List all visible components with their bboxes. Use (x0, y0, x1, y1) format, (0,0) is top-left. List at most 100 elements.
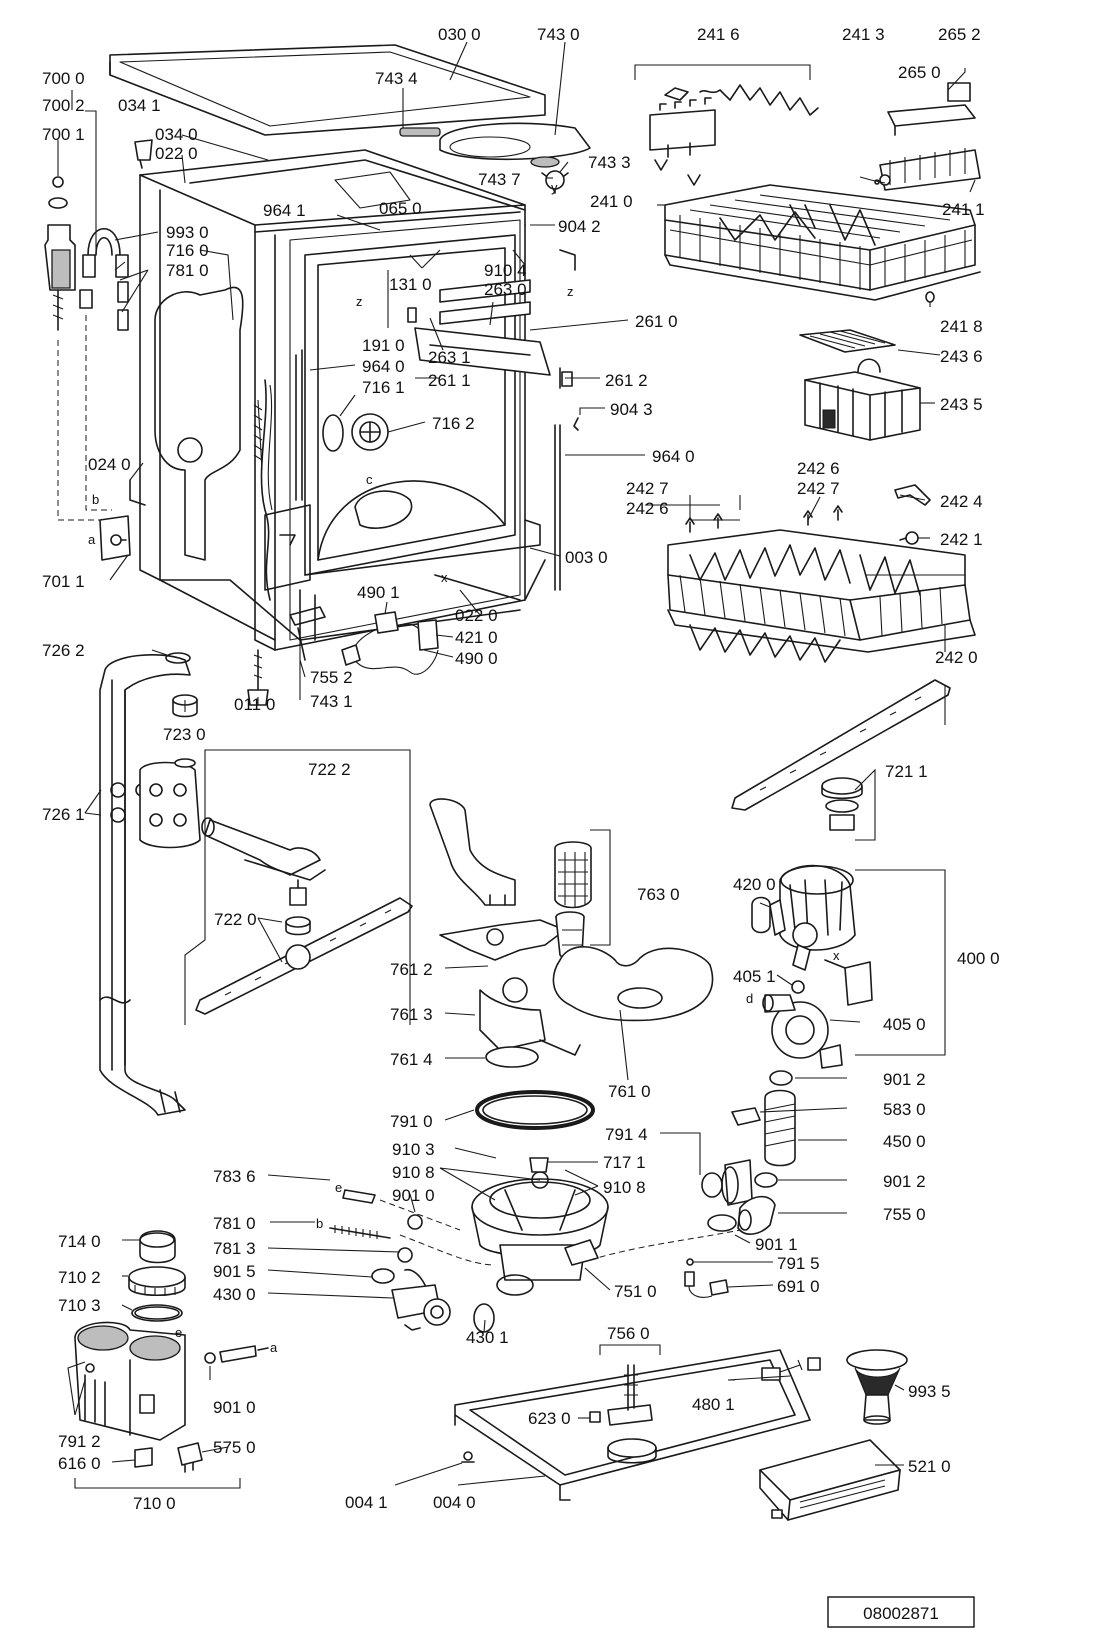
label-910-8-left: 910 8 (392, 1163, 435, 1182)
label-405-1: 405 1 (733, 967, 776, 986)
label-756-0: 756 0 (607, 1324, 650, 1343)
label-781-3: 781 3 (213, 1239, 256, 1258)
label-716-0-top: 716 0 (166, 241, 209, 260)
feed-pipe-722-0 (201, 817, 326, 881)
lower-spray-arm-722 (195, 879, 413, 1015)
label-901-2-top: 901 2 (883, 1070, 926, 1089)
label-034-1: 034 1 (118, 96, 161, 115)
label-616-0: 616 0 (58, 1454, 101, 1473)
label-726-2: 726 2 (42, 641, 85, 660)
label-521-0: 521 0 (908, 1457, 951, 1476)
label-717-1: 717 1 (603, 1153, 646, 1172)
base-plate-004 (454, 1349, 811, 1501)
label-261-2: 261 2 (605, 371, 648, 390)
label-904-2: 904 2 (558, 217, 601, 236)
label-783-6: 783 6 (213, 1167, 256, 1186)
marker-z-right: z (567, 284, 574, 299)
label-904-3: 904 3 (610, 400, 653, 419)
marker-d: d (746, 991, 753, 1006)
label-241-3: 241 3 (842, 25, 885, 44)
label-901-0-center: 901 0 (392, 1186, 435, 1205)
label-761-4: 761 4 (390, 1050, 433, 1069)
label-480-1: 480 1 (692, 1395, 735, 1414)
label-700-2: 700 2 (42, 96, 85, 115)
sensor-691 (684, 1258, 729, 1298)
softener-small-parts (134, 1442, 203, 1473)
label-993-0: 993 0 (166, 223, 209, 242)
label-726-1: 726 1 (42, 805, 85, 824)
marker-a-bottom: a (270, 1340, 278, 1355)
upper-spray-arm-721-1 (731, 679, 951, 831)
drain-pump-430 (391, 1268, 451, 1331)
basket-wheel-242-1 (899, 531, 919, 545)
spray-tube-726 (99, 652, 191, 1116)
label-781-0-top: 781 0 (166, 261, 209, 280)
label-004-1: 004 1 (345, 1493, 388, 1512)
label-241-8: 241 8 (940, 317, 983, 336)
part-labels: 030 0 743 0 241 6 241 3 265 2 700 0 743 … (42, 25, 1000, 1513)
lower-basket-242 (667, 505, 976, 663)
label-716-1: 716 1 (362, 378, 405, 397)
label-004-0: 004 0 (433, 1493, 476, 1512)
heater-450 (701, 1070, 796, 1206)
marker-z-left: z (356, 294, 363, 309)
marker-y: y (551, 180, 558, 195)
document-number-box: 08002871 (827, 1596, 975, 1628)
label-131-0: 131 0 (389, 275, 432, 294)
label-243-6: 243 6 (940, 347, 983, 366)
bracket-701-1 (99, 515, 131, 561)
marker-x-cabinet: x (441, 570, 448, 585)
label-022-0-bottom: 022 0 (455, 606, 498, 625)
label-490-0: 490 0 (455, 649, 498, 668)
basket-clip-242-4 (894, 484, 931, 506)
label-034-0: 034 0 (155, 125, 198, 144)
label-910-4: 910 4 (484, 261, 527, 280)
connection-markers: b a b a z z y c x x d e e (88, 180, 840, 1355)
label-242-0: 242 0 (935, 648, 978, 667)
upper-basket-241 (664, 184, 981, 301)
label-263-0: 263 0 (484, 280, 527, 299)
label-751-0: 751 0 (614, 1282, 657, 1301)
label-242-4: 242 4 (940, 492, 983, 511)
dash-hose-paths (379, 1199, 741, 1266)
circulation-pump-400 (751, 864, 873, 1069)
label-700-1: 700 1 (42, 125, 85, 144)
rack-parts-265 (874, 82, 981, 191)
marker-e-softener: e (175, 1325, 182, 1340)
label-430-0: 430 0 (213, 1285, 256, 1304)
fine-filter-763 (554, 841, 592, 962)
label-714-0: 714 0 (58, 1232, 101, 1251)
label-743-0: 743 0 (537, 25, 580, 44)
top-cover-plate (399, 122, 591, 194)
leader-lines (57, 41, 976, 1486)
label-791-0: 791 0 (390, 1112, 433, 1131)
rinse-funnel-993-5 (846, 1349, 908, 1425)
label-405-0: 405 0 (883, 1015, 926, 1034)
group-brackets (71, 64, 966, 1489)
hose-993-0 (79, 228, 129, 511)
label-030-0: 030 0 (438, 25, 481, 44)
label-265-2: 265 2 (938, 25, 981, 44)
label-791-5: 791 5 (777, 1254, 820, 1273)
label-242-6-top: 242 6 (797, 459, 840, 478)
label-901-1: 901 1 (755, 1235, 798, 1254)
label-716-2: 716 2 (432, 414, 475, 433)
label-755-2: 755 2 (310, 668, 353, 687)
marker-c: c (366, 472, 373, 487)
label-065-0: 065 0 (379, 199, 422, 218)
label-011-0: 011 0 (234, 695, 275, 714)
label-024-0: 024 0 (88, 455, 131, 474)
pump-hose-755 (707, 1195, 776, 1235)
label-723-0: 723 0 (163, 725, 206, 744)
marker-b-left: b (92, 492, 99, 507)
hose-fittings-781 (329, 1189, 423, 1284)
marker-b-bottom: b (316, 1216, 323, 1231)
label-710-2: 710 2 (58, 1268, 101, 1287)
label-421-0: 421 0 (455, 628, 498, 647)
softener-710 (74, 1230, 269, 1441)
label-003-0: 003 0 (565, 548, 608, 567)
cutlery-basket-243 (799, 329, 921, 441)
label-022-0-top: 022 0 (155, 144, 198, 163)
label-710-0: 710 0 (133, 1494, 176, 1513)
